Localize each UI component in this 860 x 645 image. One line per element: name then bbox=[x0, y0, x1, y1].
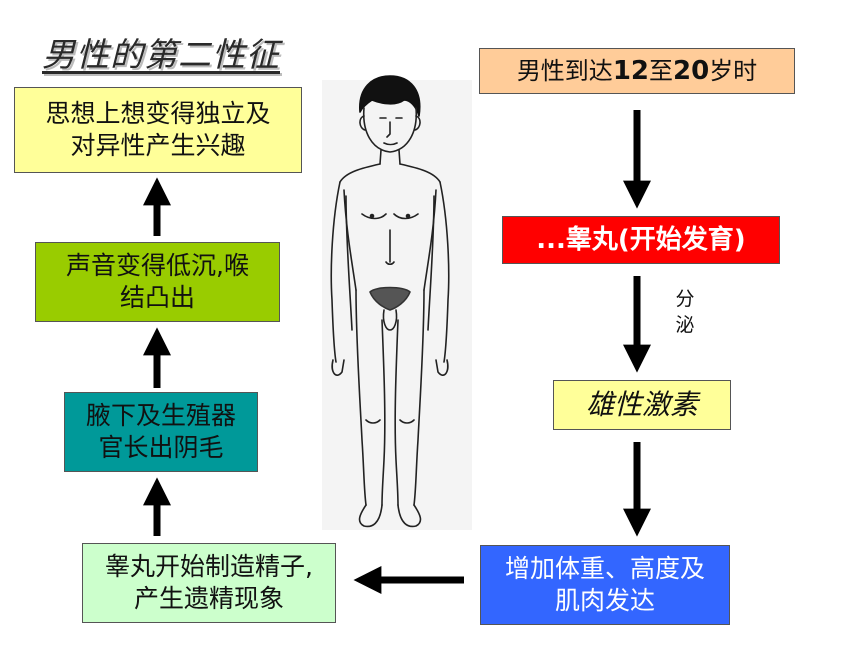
thought-change-box: 思想上想变得独立及 对异性产生兴趣 bbox=[14, 87, 302, 173]
age-suffix: 岁时 bbox=[709, 57, 758, 85]
voice-change-box: 声音变得低沉,喉 结凸出 bbox=[35, 242, 280, 322]
secrete-char-1: 分 bbox=[675, 288, 695, 310]
hair-line-2: 官长出阴毛 bbox=[98, 433, 224, 462]
voice-line-1: 声音变得低沉,喉 bbox=[66, 251, 249, 280]
male-figure-illustration bbox=[322, 75, 472, 530]
hair-growth-box: 腋下及生殖器 官长出阴毛 bbox=[64, 392, 258, 472]
secrete-char-2: 泌 bbox=[675, 314, 695, 336]
testes-development-box: ...睾丸(开始发育) bbox=[502, 216, 780, 264]
hair-line-1: 腋下及生殖器 bbox=[85, 401, 236, 430]
sperm-line-2: 产生遗精现象 bbox=[133, 584, 284, 613]
sperm-line-1: 睾丸开始制造精子, bbox=[105, 552, 313, 581]
hormone-label: 雄性激素 bbox=[585, 388, 698, 421]
age-min: 12 bbox=[612, 56, 649, 86]
growth-line-1: 增加体重、高度及 bbox=[504, 554, 705, 583]
thought-line-1: 思想上想变得独立及 bbox=[45, 99, 271, 128]
testes-label: ...睾丸(开始发育) bbox=[536, 225, 746, 255]
sperm-production-box: 睾丸开始制造精子, 产生遗精现象 bbox=[82, 543, 336, 623]
growth-line-2: 肌肉发达 bbox=[554, 586, 655, 615]
thought-line-2: 对异性产生兴趣 bbox=[70, 131, 246, 160]
voice-line-2: 结凸出 bbox=[119, 283, 195, 312]
secrete-label: 分 泌 bbox=[674, 286, 696, 338]
page-title: 男性的第二性征 bbox=[42, 35, 280, 74]
age-mid: 至 bbox=[649, 57, 673, 85]
androgen-box: 雄性激素 bbox=[553, 380, 731, 430]
age-prefix: 男性到达 bbox=[516, 57, 613, 85]
age-range-box: 男性到达12至20岁时 bbox=[479, 48, 795, 94]
body-growth-box: 增加体重、高度及 肌肉发达 bbox=[480, 545, 730, 625]
age-max: 20 bbox=[673, 56, 710, 86]
